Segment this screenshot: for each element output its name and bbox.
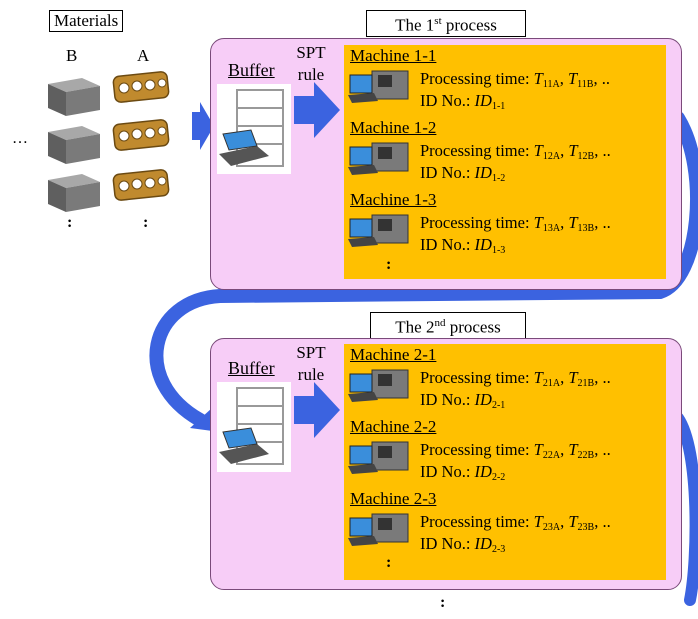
machine-1-1-id: ID No.: ID1-1 xyxy=(420,91,506,112)
cube-icon xyxy=(48,174,100,212)
engine-part-icon xyxy=(112,71,170,103)
machine-icon xyxy=(348,366,410,404)
machine-2-2-title: Machine 2-2 xyxy=(350,417,437,436)
material-b-label: B xyxy=(66,46,78,65)
shelf-icon xyxy=(219,89,284,167)
machine-icon xyxy=(348,438,410,476)
material-a-more: : xyxy=(143,214,149,231)
machine-1-2-id: ID No.: ID1-2 xyxy=(420,163,506,184)
machine-icon xyxy=(348,211,410,249)
machine-2-2-id: ID No.: ID2-2 xyxy=(420,462,506,483)
process1-more-machines: : xyxy=(386,256,392,273)
machine-icon xyxy=(348,510,410,548)
engine-part-icon xyxy=(112,169,170,201)
machine-2-3-title: Machine 2-3 xyxy=(350,489,437,508)
machine-1-1-title: Machine 1-1 xyxy=(350,46,437,65)
shelf-icon xyxy=(219,387,284,465)
curved-arrow-1-to-2 xyxy=(149,111,698,427)
curved-arrow-exit xyxy=(672,412,698,606)
cube-icon xyxy=(48,78,100,116)
process2-more-machines: : xyxy=(386,554,392,571)
machine-2-2-processing-time: Processing time: T22A, T22B, .. xyxy=(420,440,611,461)
cube-icon xyxy=(48,126,100,164)
process2-buffer-label: Buffer xyxy=(228,358,275,378)
ellipsis-left: … xyxy=(12,130,28,147)
machine-2-1-id: ID No.: ID2-1 xyxy=(420,390,506,411)
machine-icon xyxy=(348,67,410,105)
machine-2-3-processing-time: Processing time: T23A, T23B, .. xyxy=(420,512,611,533)
engine-part-icon xyxy=(112,119,170,151)
machine-2-1-processing-time: Processing time: T21A, T21B, .. xyxy=(420,368,611,389)
more-processes: : xyxy=(440,594,446,611)
materials-arrow xyxy=(192,102,214,150)
machine-2-3-id: ID No.: ID2-3 xyxy=(420,534,506,555)
machine-1-2-processing-time: Processing time: T12A, T12B, .. xyxy=(420,141,611,162)
materials-label: Materials xyxy=(49,10,124,32)
machine-1-2-title: Machine 1-2 xyxy=(350,118,437,137)
material-b-more: : xyxy=(67,214,73,231)
machine-1-3-title: Machine 1-3 xyxy=(350,190,437,209)
process2-buffer-image xyxy=(217,382,291,472)
machine-2-1-title: Machine 2-1 xyxy=(350,345,437,364)
material-a-label: A xyxy=(137,46,150,65)
machine-1-3-processing-time: Processing time: T13A, T13B, .. xyxy=(420,213,611,234)
machine-1-1-processing-time: Processing time: T11A, T11B, .. xyxy=(420,69,610,90)
process1-title: The 1st process xyxy=(366,10,526,37)
machine-icon xyxy=(348,139,410,177)
process1-buffer-image xyxy=(217,84,291,174)
machine-1-3-id: ID No.: ID1-3 xyxy=(420,235,506,256)
process1-buffer-label: Buffer xyxy=(228,60,275,80)
